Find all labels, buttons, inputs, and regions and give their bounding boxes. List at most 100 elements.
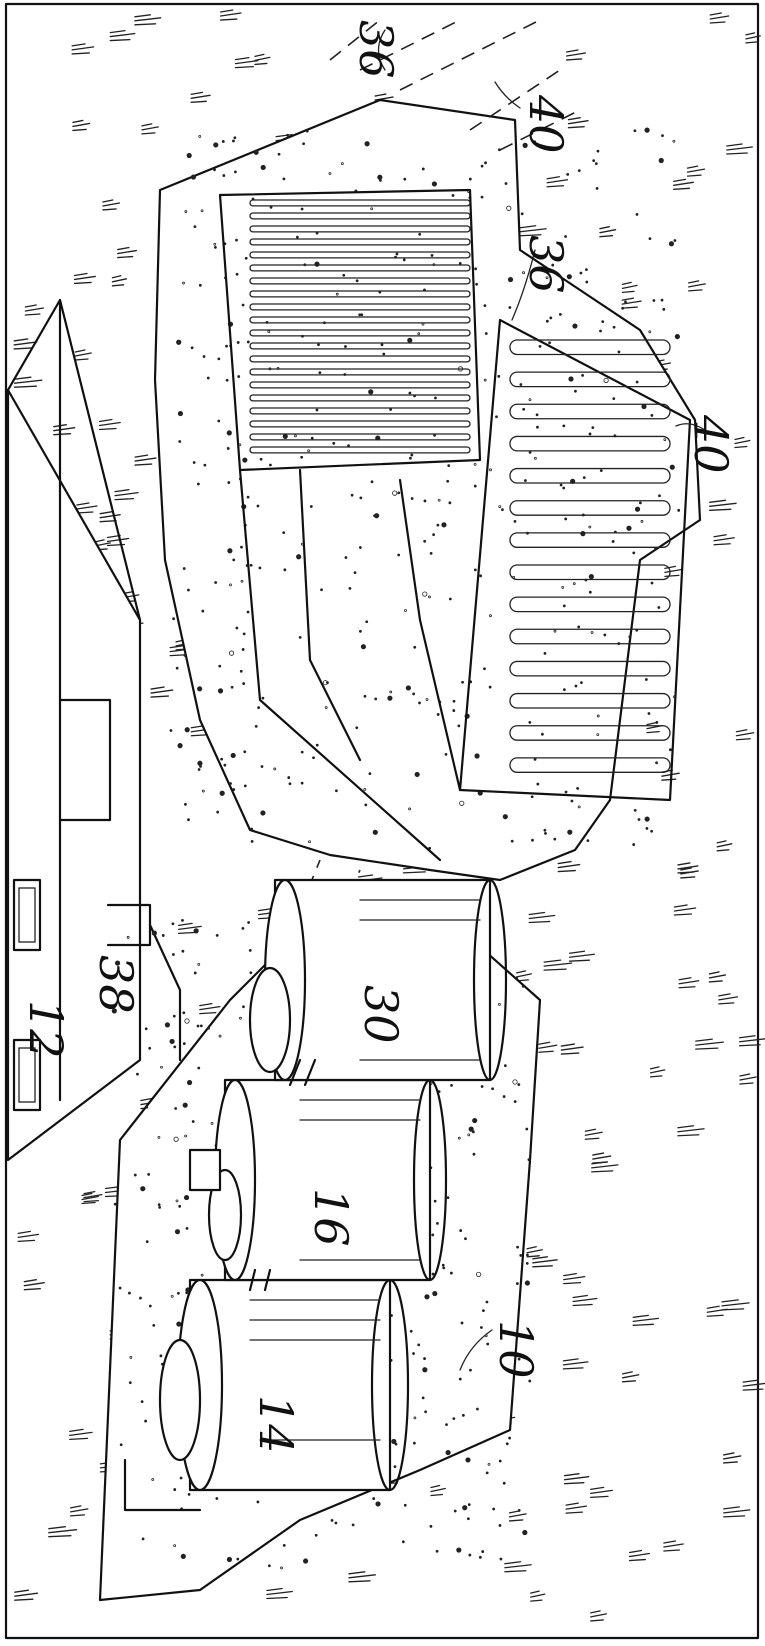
soil-grain [184, 210, 188, 213]
soil-grain [498, 1459, 502, 1463]
soil-grain [148, 1046, 152, 1050]
label-30: 30 [354, 985, 408, 1044]
grass-tuft [13, 376, 43, 388]
soil-grain [217, 688, 224, 694]
soil-grain [536, 425, 539, 429]
soil-grain [637, 818, 641, 821]
soil-grain [502, 1481, 506, 1485]
figure-border [4, 2, 760, 1640]
soil-grain [553, 629, 557, 633]
soil-grain [504, 182, 508, 185]
soil-grain [484, 332, 488, 335]
leach-lines-36-lower [509, 339, 671, 773]
soil-grain [498, 1524, 502, 1527]
soil-grain [170, 1294, 174, 1298]
grass-tuft [53, 424, 76, 436]
soil-grain [603, 377, 609, 384]
soil-grain [450, 1083, 453, 1087]
soil-grain [181, 949, 185, 953]
leach-tube [249, 420, 471, 428]
soil-grain [239, 1016, 242, 1020]
soil-grain [508, 1436, 512, 1440]
soil-grain [283, 568, 287, 572]
soil-grain [203, 463, 207, 467]
soil-grain [422, 1367, 428, 1373]
soil-grain [335, 292, 339, 296]
soil-grain [513, 519, 517, 523]
soil-grain [638, 501, 642, 505]
soil-grain [237, 375, 241, 378]
soil-grain [374, 697, 378, 701]
soil-grain [473, 484, 477, 488]
soil-grain [668, 748, 672, 752]
soil-grain [668, 241, 675, 247]
soil-grain [136, 1072, 139, 1076]
soil-grain [474, 753, 480, 759]
soil-grain [628, 635, 632, 639]
soil-grain [197, 1066, 201, 1070]
grass-tuft [76, 502, 98, 514]
soil-grain [260, 810, 266, 816]
soil-grain [160, 1065, 163, 1069]
tank-pit [98, 878, 542, 1602]
soil-grain [566, 172, 570, 176]
grass-tuft [504, 1561, 532, 1573]
soil-grain [282, 433, 288, 439]
house-roof-line [58, 298, 142, 622]
soil-grain [473, 462, 477, 466]
soil-grain [277, 152, 281, 156]
soil-grain [273, 767, 277, 771]
soil-grain [250, 840, 254, 843]
soil-grain [574, 684, 578, 688]
soil-grain [151, 1478, 155, 1481]
grass-tuft [621, 1371, 640, 1383]
soil-grain [533, 140, 537, 144]
soil-grain [344, 345, 347, 348]
soil-grain [481, 1550, 485, 1553]
grass-tuft [695, 1038, 724, 1050]
soil-grain [492, 1507, 496, 1511]
soil-grain [522, 271, 525, 275]
soil-grain [184, 1134, 188, 1138]
soil-grain [577, 625, 581, 629]
soil-grain [330, 1519, 334, 1522]
soil-grain [364, 141, 370, 147]
soil-grain [267, 330, 271, 334]
soil-grain [528, 1379, 532, 1383]
grass-tuft [709, 499, 737, 511]
soil-grain [172, 617, 175, 621]
leach-tube [509, 757, 671, 773]
grass-tuft [430, 1484, 446, 1497]
soil-grain [192, 461, 196, 464]
soil-grain [515, 1282, 519, 1285]
leach-tube [249, 433, 471, 441]
soil-grain [412, 1441, 416, 1445]
grass-tuft [742, 1379, 765, 1391]
soil-grain [478, 1555, 482, 1559]
grass-tuft [599, 226, 617, 238]
soil-grain [217, 357, 221, 361]
soil-grain [217, 419, 221, 423]
soil-grain [528, 720, 532, 724]
soil-grain [468, 1553, 472, 1557]
soil-grain [360, 644, 367, 650]
soil-grain [210, 1121, 214, 1125]
soil-grain [148, 1304, 152, 1308]
soil-grain [585, 280, 589, 284]
soil-grain [382, 352, 386, 356]
soil-grain [389, 408, 393, 411]
soil-grain [483, 378, 487, 382]
soil-grain [235, 238, 238, 242]
soil-grain [233, 136, 237, 140]
soil-grain [174, 1229, 181, 1235]
soil-grain [483, 667, 486, 671]
soil-grain [201, 789, 205, 793]
grass-tuft [738, 1035, 765, 1047]
grass-tuft [565, 49, 587, 61]
soil-grain [184, 727, 190, 733]
soil-grain [403, 1503, 407, 1507]
soil-grain [459, 800, 465, 806]
label-16: 16 [304, 1188, 358, 1247]
soil-grain [197, 760, 203, 766]
soil-grain [559, 483, 563, 487]
